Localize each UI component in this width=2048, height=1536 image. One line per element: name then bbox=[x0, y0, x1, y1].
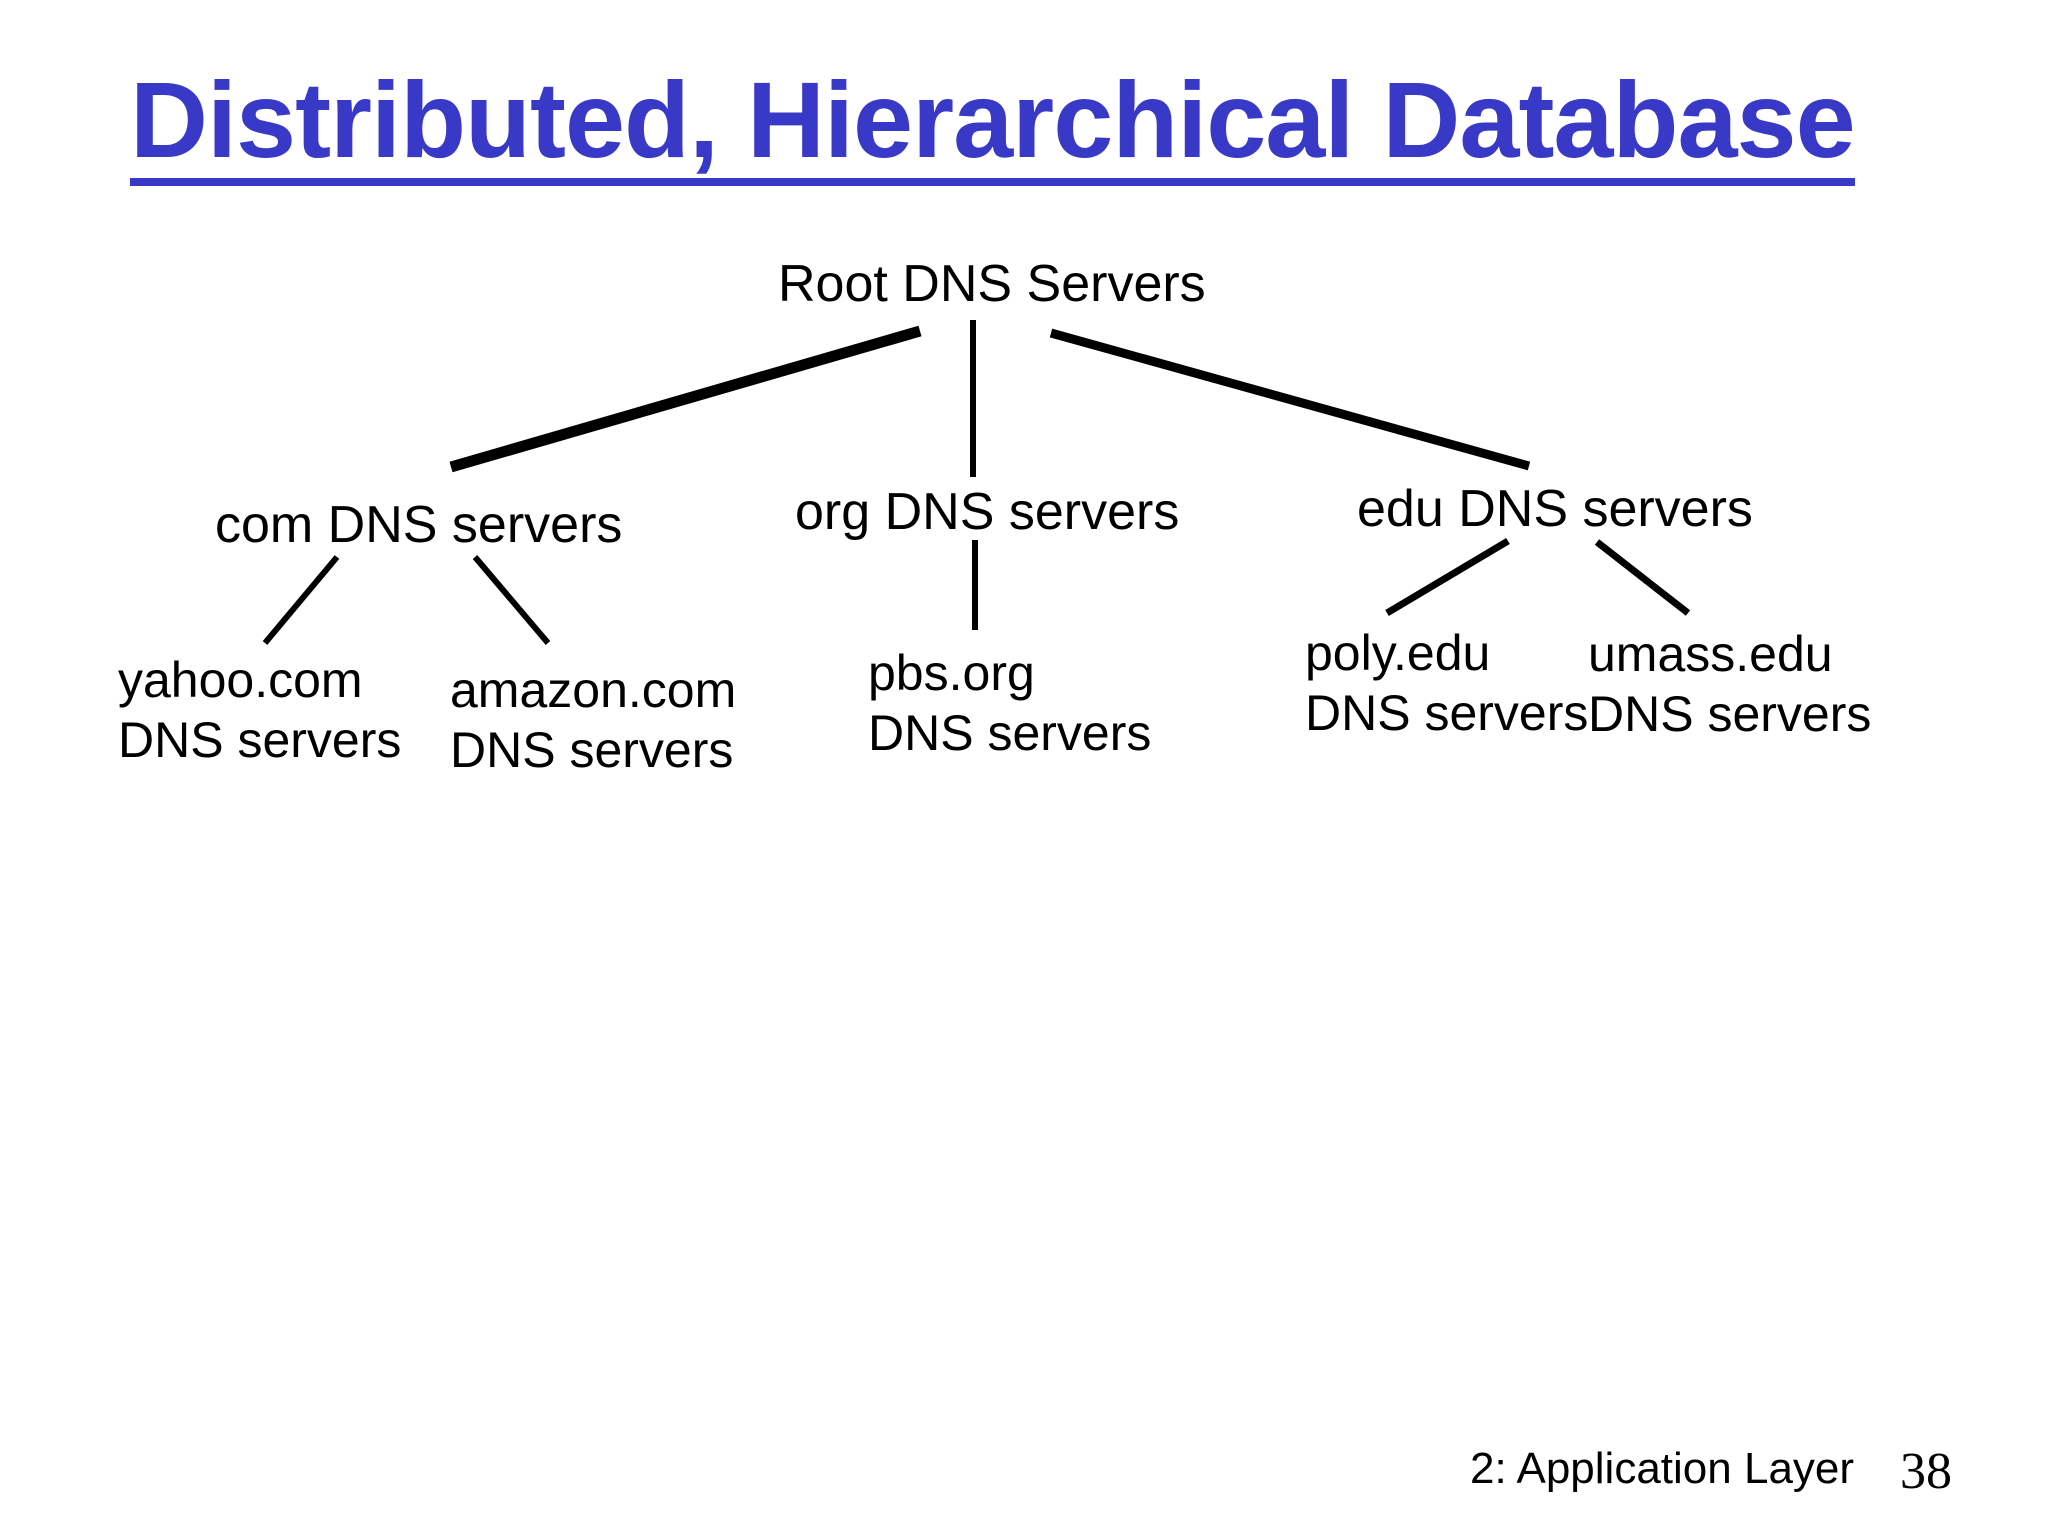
edge-edu-umass bbox=[1594, 539, 1691, 616]
node-umass-line1: umass.edu bbox=[1588, 626, 1833, 682]
node-com-dns-servers: com DNS servers bbox=[215, 496, 623, 554]
node-yahoo-line1: yahoo.com bbox=[118, 652, 363, 708]
edge-com-amazon bbox=[472, 555, 551, 645]
node-amazon-line1: amazon.com bbox=[450, 662, 737, 718]
node-umass-dns-servers: umass.edu DNS servers bbox=[1588, 624, 1871, 744]
footer-page-number: 38 bbox=[1900, 1443, 1952, 1500]
node-poly-line2: DNS servers bbox=[1305, 685, 1589, 741]
node-org-dns-servers: org DNS servers bbox=[795, 483, 1180, 541]
node-yahoo-line2: DNS servers bbox=[118, 712, 402, 768]
page-title: Distributed, Hierarchical Database bbox=[130, 66, 1856, 186]
node-amazon-line2: DNS servers bbox=[450, 722, 734, 778]
node-amazon-dns-servers: amazon.com DNS servers bbox=[450, 660, 736, 780]
edge-root-com bbox=[449, 325, 922, 473]
node-poly-dns-servers: poly.edu DNS servers bbox=[1305, 623, 1588, 743]
node-pbs-line1: pbs.org bbox=[868, 645, 1035, 701]
node-poly-line1: poly.edu bbox=[1305, 625, 1491, 681]
footer-section-label: 2: Application Layer bbox=[1470, 1444, 1855, 1493]
edge-root-edu bbox=[1049, 328, 1531, 471]
node-pbs-line2: DNS servers bbox=[868, 705, 1152, 761]
node-edu-dns-servers: edu DNS servers bbox=[1357, 480, 1753, 538]
edge-com-yahoo bbox=[262, 555, 340, 645]
node-pbs-dns-servers: pbs.org DNS servers bbox=[868, 643, 1151, 763]
node-yahoo-dns-servers: yahoo.com DNS servers bbox=[118, 650, 401, 770]
edge-edu-poly bbox=[1385, 537, 1510, 617]
node-root-dns-servers: Root DNS Servers bbox=[778, 255, 1206, 313]
node-umass-line2: DNS servers bbox=[1588, 686, 1872, 742]
